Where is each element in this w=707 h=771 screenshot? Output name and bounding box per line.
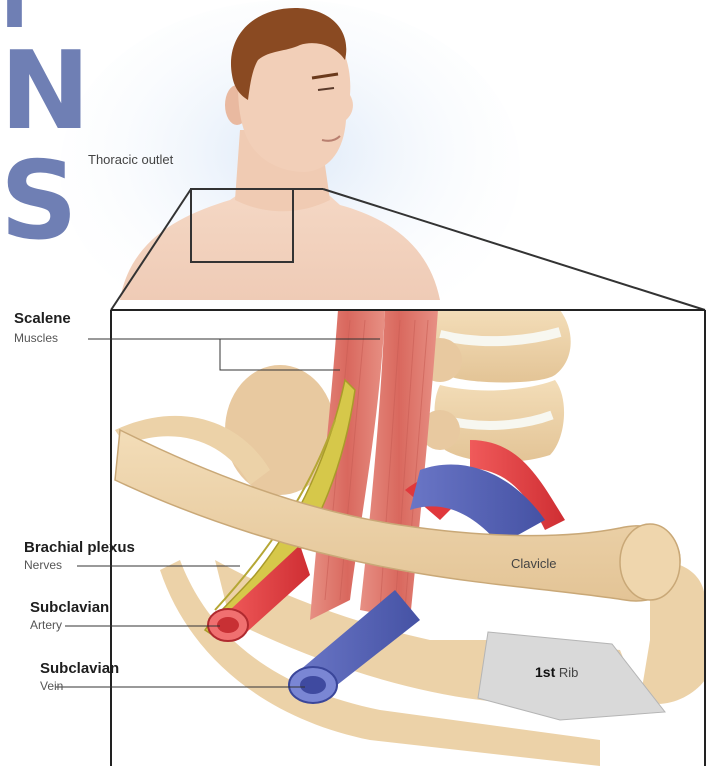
clavicle-head: [620, 524, 680, 600]
label-brachial-sub: Nerves: [24, 558, 62, 572]
label-first-rib: 1st Rib: [535, 664, 578, 680]
artery-lumen-inner: [217, 617, 239, 633]
label-thoracic-outlet: Thoracic outlet: [88, 152, 173, 167]
label-scalene-title: Scalene: [14, 310, 71, 327]
label-scalene-sub: Muscles: [14, 331, 58, 345]
label-first-rib-bold: 1st: [535, 664, 555, 680]
label-brachial-title: Brachial plexus: [24, 539, 135, 556]
overlay-letter-n: N: [0, 38, 90, 146]
label-first-rib-rest: Rib: [559, 665, 579, 680]
vein-lumen-inner: [300, 676, 326, 694]
label-vein-title: Subclavian: [40, 660, 119, 677]
label-clavicle: Clavicle: [511, 556, 557, 571]
zoom-panel: [111, 310, 705, 766]
overlay-letter-s: S: [0, 148, 78, 256]
label-vein-sub: Vein: [40, 679, 63, 693]
label-artery-sub: Artery: [30, 618, 62, 632]
label-artery-title: Subclavian: [30, 599, 109, 616]
